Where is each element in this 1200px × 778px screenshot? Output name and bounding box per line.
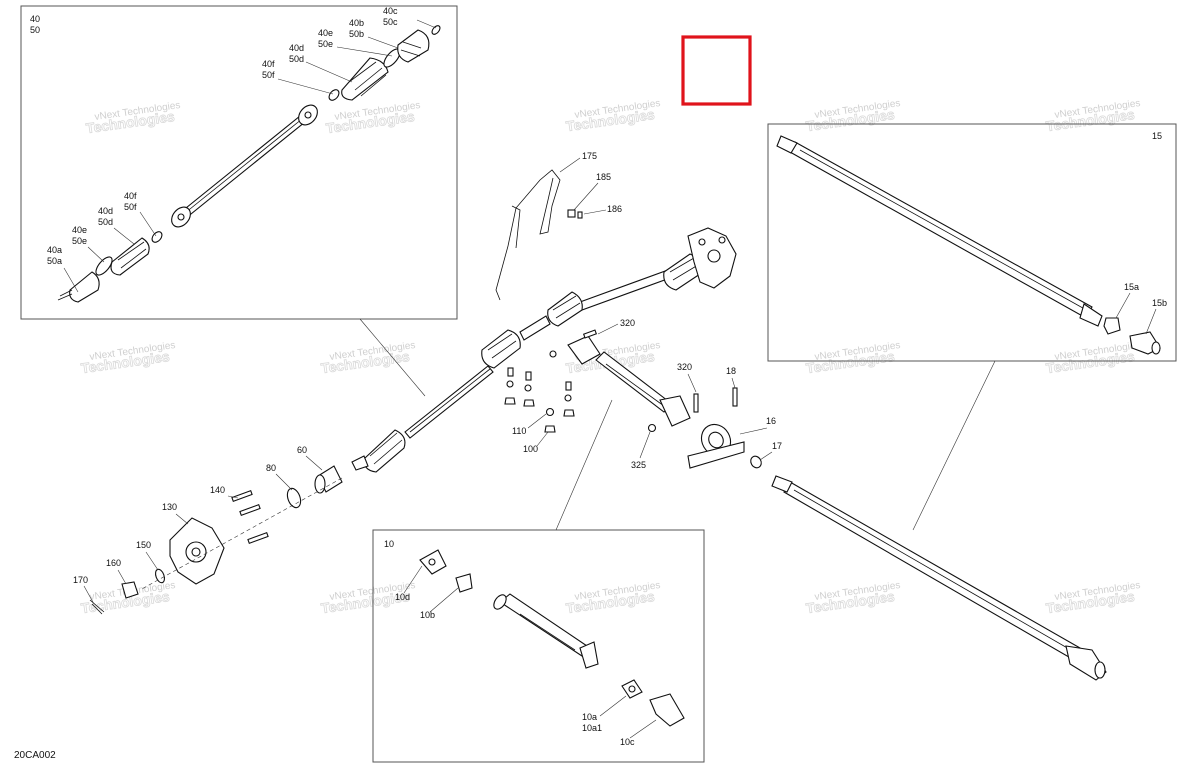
hub-nut[interactable] [121,581,139,599]
callout-label: 320 [620,318,635,328]
right-drive-shaft[interactable] [579,269,671,311]
callout-label: 80 [266,463,276,473]
right-cv-boot-inner[interactable] [547,291,583,327]
detail-box-label: 15 [1152,131,1162,141]
lower-cv-boot[interactable] [110,237,150,276]
callout-label: 170 [73,575,88,585]
callout-label: 40a [47,245,62,255]
callout-label: 50b [349,29,364,39]
front-drive-shaft[interactable] [404,365,494,439]
breather-hose[interactable] [495,169,561,301]
tripod-joint[interactable] [168,203,194,230]
callout-label: 50d [289,54,304,64]
callout-label: 10a1 [582,723,602,733]
bearing-bolt[interactable] [693,387,738,413]
clip-part[interactable] [567,209,583,219]
callout-label: 40e [318,28,333,38]
box-leader-line [555,399,613,531]
callout-label: 10d [395,592,410,602]
callout-label: 50e [318,39,333,49]
callout-label: 140 [210,485,225,495]
upper-cv-boot[interactable] [341,57,389,101]
callout-label: 10b [420,610,435,620]
callout-label: 50a [47,256,62,266]
center-bearing[interactable] [687,419,745,469]
cotter-pin[interactable] [89,599,105,615]
callout-label: 130 [162,502,177,512]
front-cv-boot-inner[interactable] [351,429,406,473]
axis-line [139,477,343,591]
bolt-part[interactable] [582,329,598,339]
diagram-code: 20CA002 [14,750,56,761]
shaft-yoke[interactable] [1079,303,1103,327]
nut-part[interactable] [647,423,657,433]
lower-cv-housing[interactable] [57,271,100,303]
prop-shaft-detail-box: 10 10d 10b 10a 10a1 10c [372,529,705,763]
callout-label: 40f [124,191,137,201]
callout-label: 186 [607,204,622,214]
callout-label: 60 [297,445,307,455]
rear-shaft-detail-box: 15 15a 15b [767,123,1177,362]
callout-label: 185 [596,172,611,182]
callout-label: 10a [582,712,597,722]
callout-label: 50e [72,236,87,246]
callout-label: 320 [677,362,692,372]
callout-label: 10c [620,737,635,747]
callout-label: 50d [98,217,113,227]
callout-label: 150 [136,540,151,550]
callout-label: 40f [262,59,275,69]
front-cv-boot-outer[interactable] [481,315,551,369]
o-ring[interactable] [749,454,764,469]
detail-box-label: 10 [384,539,394,549]
callout-label: 50f [124,202,137,212]
callout-label: 40d [289,43,304,53]
universal-joint-cross[interactable] [1103,317,1121,335]
slip-yoke[interactable] [649,693,685,727]
callout-label: 15a [1124,282,1139,292]
rear-drive-shaft[interactable] [776,135,1093,319]
callout-label: 325 [631,460,646,470]
yoke-part[interactable] [419,549,447,575]
axle-shaft[interactable] [180,115,306,219]
callout-label: 110 [512,426,526,436]
callout-label: 40c [383,6,398,16]
detail-box-label: 40 [30,14,40,24]
callout-label: 17 [772,441,782,451]
prop-shaft[interactable] [491,593,599,669]
tripod-joint[interactable] [295,101,321,128]
callout-label: 40b [349,18,364,28]
wheel-hub[interactable] [169,517,225,585]
callout-label: 16 [766,416,776,426]
hub-bolts[interactable] [231,489,269,545]
callout-label: 50c [383,17,398,27]
upper-snap-ring[interactable] [430,24,441,36]
callout-label: 50f [262,70,275,80]
upper-cv-housing[interactable] [397,29,430,63]
retaining-ring[interactable] [285,487,303,510]
callout-label: 40d [98,206,113,216]
callout-label: 160 [106,558,121,568]
axle-detail-box: 40 50 [20,5,458,320]
main-prop-shaft[interactable] [567,335,691,427]
callout-label: 15b [1152,298,1167,308]
cross-part[interactable] [455,573,473,593]
callout-label: 175 [582,151,597,161]
main-rear-shaft[interactable] [771,475,1107,681]
callout-label: 18 [726,366,736,376]
front-differential[interactable] [687,227,737,289]
detail-box-label: 50 [30,25,40,35]
wheel-bearing[interactable] [314,465,343,494]
box-leader-line [912,360,996,531]
box-leader-line [359,318,426,397]
highlight-box[interactable] [681,35,752,106]
callout-label: 40e [72,225,87,235]
lower-clamp[interactable] [93,254,115,277]
cross-kit[interactable] [621,679,643,699]
upper-small-clamp[interactable] [327,88,341,102]
lower-small-clamp[interactable] [150,230,164,244]
bolt-group[interactable] [504,350,575,433]
callout-label: 100 [523,444,538,454]
